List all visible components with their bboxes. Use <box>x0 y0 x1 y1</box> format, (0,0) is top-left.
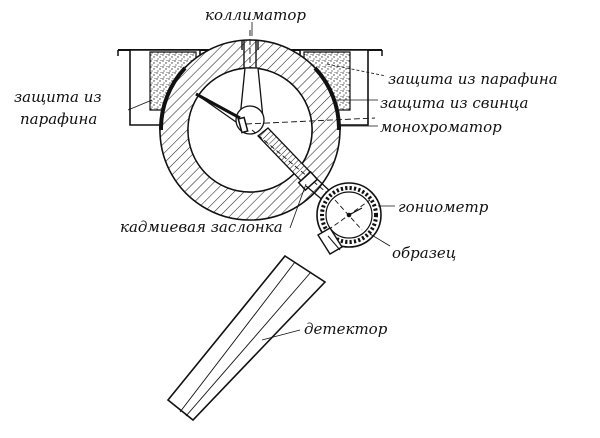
label-sample: образец <box>392 244 457 262</box>
label-goniometer: гониометр <box>398 198 489 216</box>
label-lead-shield: защита из свинца <box>380 94 529 112</box>
leader-lines <box>127 22 395 341</box>
detector <box>166 254 327 422</box>
label-collimator: коллиматор <box>205 6 306 24</box>
detector-arm <box>317 227 343 255</box>
label-paraffin-shield-left-line1: защита из <box>14 88 102 106</box>
goniometer <box>316 182 382 248</box>
label-paraffin-shield-left-line2: парафина <box>20 110 98 128</box>
cadmium-shutter <box>297 170 334 203</box>
label-detector: детектор <box>304 320 388 338</box>
outer-arc <box>158 66 342 131</box>
label-paraffin-shield-right: защита из парафина <box>388 70 558 88</box>
label-monochromator: монохроматор <box>380 118 502 136</box>
label-cadmium-shutter: кадмиевая заслонка <box>120 218 283 236</box>
monochromator-crystal <box>237 116 376 134</box>
